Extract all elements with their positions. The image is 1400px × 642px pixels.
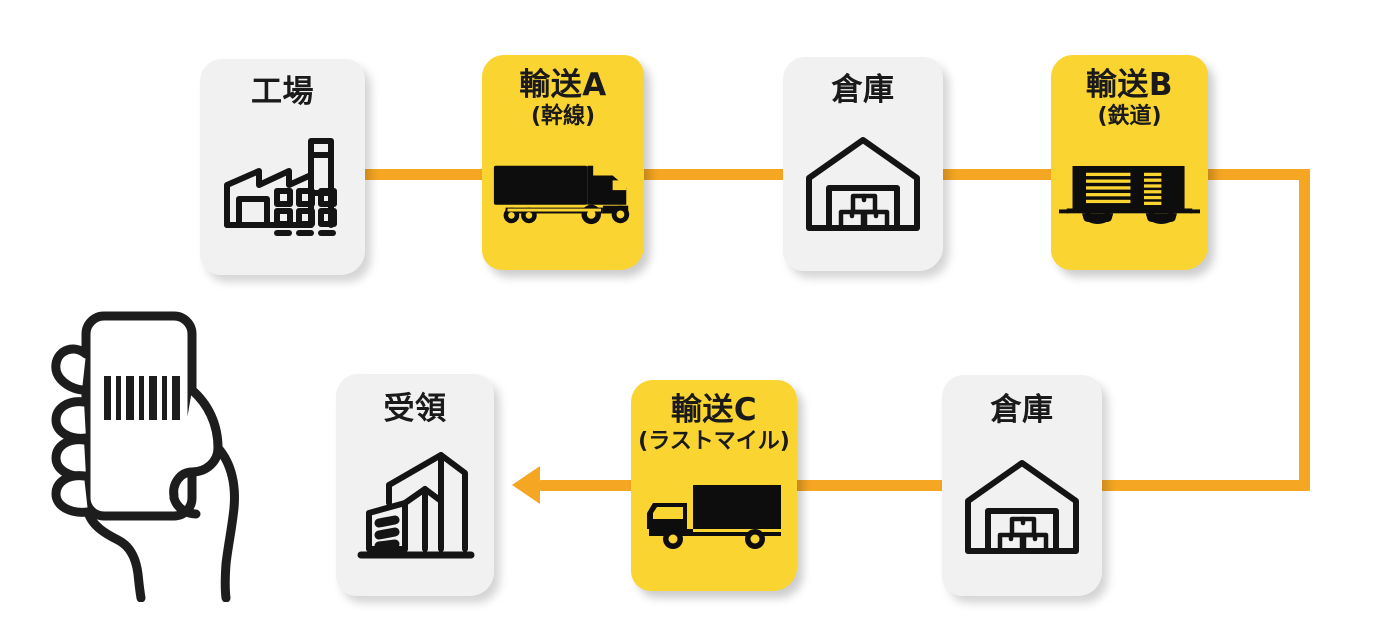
connector-factory-to-transport-a xyxy=(352,169,492,180)
node-title-transport-b: 輸送B xyxy=(1085,67,1174,103)
delivery-truck-icon xyxy=(637,454,791,579)
factory-icon xyxy=(210,109,355,261)
semi-truck-icon xyxy=(490,129,636,258)
node-card-receipt[interactable]: 受領 xyxy=(336,374,494,596)
warehouse-icon xyxy=(793,107,933,257)
node-title-receipt: 受領 xyxy=(383,391,447,427)
node-title-factory: 工場 xyxy=(251,74,314,110)
connector-transport-c-to-receipt xyxy=(540,480,650,491)
connector-transport-b-to-right-bend xyxy=(1205,169,1310,180)
node-title-transport-a: 輸送A xyxy=(519,67,607,103)
connector-transport-a-to-warehouse-1 xyxy=(640,169,800,180)
office-buildings-icon xyxy=(346,426,484,582)
connector-bend-to-warehouse-2 xyxy=(1080,480,1305,491)
node-card-transport-c[interactable]: 輸送C (ラストマイル) xyxy=(631,380,797,591)
node-title-transport-c: 輸送C xyxy=(670,392,758,428)
node-card-factory[interactable]: 工場 xyxy=(200,59,365,275)
node-subtitle-transport-a: (幹線) xyxy=(530,104,596,130)
warehouse-icon xyxy=(952,427,1092,582)
node-card-warehouse-1[interactable]: 倉庫 xyxy=(783,57,943,271)
connector-right-vertical xyxy=(1299,169,1310,491)
hand-holding-phone-barcode-icon xyxy=(44,302,296,603)
node-subtitle-transport-b: (鉄道) xyxy=(1097,104,1162,130)
node-card-transport-b[interactable]: 輸送B (鉄道) xyxy=(1051,55,1208,270)
node-card-transport-a[interactable]: 輸送A (幹線) xyxy=(482,55,644,270)
arrowhead-to-receipt xyxy=(512,466,540,504)
freight-railcar-icon xyxy=(1059,129,1200,258)
node-title-warehouse-2: 倉庫 xyxy=(990,392,1054,428)
node-card-warehouse-2[interactable]: 倉庫 xyxy=(942,375,1102,596)
connector-warehouse-1-to-transport-b xyxy=(930,169,1065,180)
node-title-warehouse-1: 倉庫 xyxy=(831,72,895,108)
connector-warehouse-2-to-transport-c xyxy=(788,480,948,491)
node-subtitle-transport-c: (ラストマイル) xyxy=(638,429,790,455)
